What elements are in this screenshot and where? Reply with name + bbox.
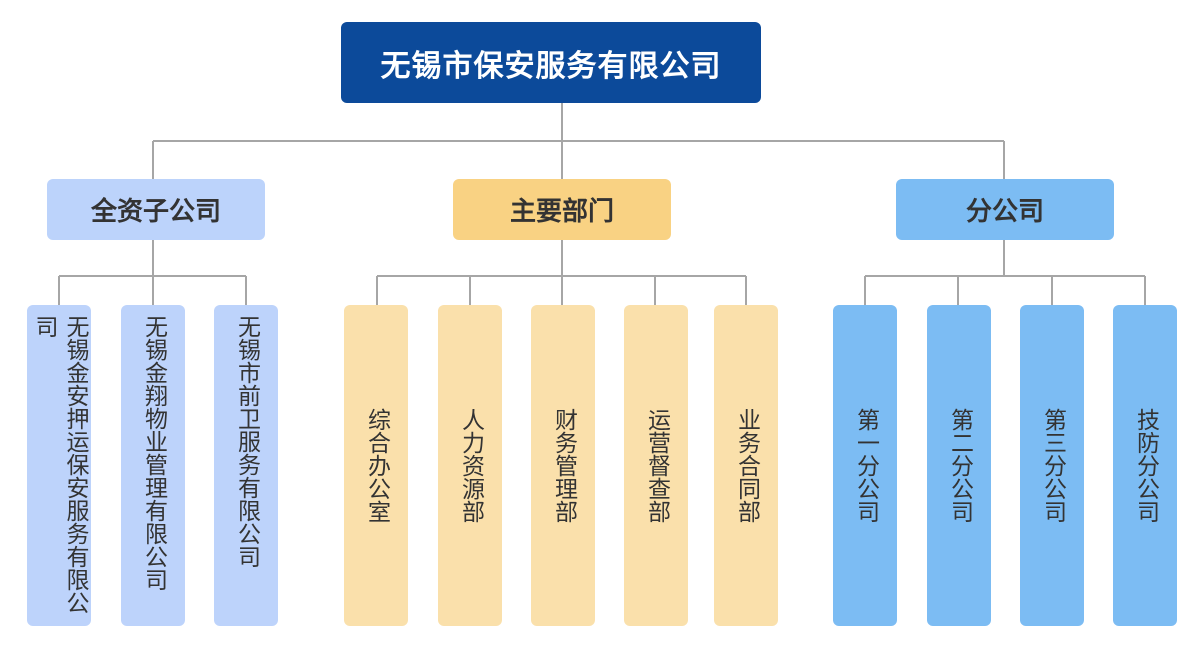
- subsidiary-label: 无锡市前卫服务有限公司: [233, 315, 260, 568]
- department-label: 人力资源部: [457, 408, 484, 523]
- branches-header-label: 分公司: [965, 197, 1044, 227]
- subsidiary-box-jinxiang-property: 无锡金翔物业管理有限公司: [121, 305, 185, 626]
- department-label: 业务合同部: [733, 408, 760, 523]
- department-box-general-office: 综合办公室: [344, 305, 408, 626]
- subsidiaries-header-label: 全资子公司: [90, 197, 221, 227]
- departments-header-box: 主要部门: [453, 179, 671, 240]
- subsidiary-box-jinan-escort: 无锡金安押运保安服务有限公司: [27, 305, 91, 626]
- org-root-box: 无锡市保安服务有限公司: [341, 22, 761, 103]
- department-box-human-resources: 人力资源部: [438, 305, 502, 626]
- department-label: 运营督查部: [643, 408, 670, 523]
- branch-box-second: 第二分公司: [927, 305, 991, 626]
- branch-box-security-tech: 技防分公司: [1113, 305, 1177, 626]
- org-root-label: 无锡市保安服务有限公司: [380, 48, 722, 84]
- subsidiaries-header-box: 全资子公司: [47, 179, 265, 240]
- branch-label: 第二分公司: [946, 408, 973, 523]
- branch-label: 第三分公司: [1039, 408, 1066, 523]
- branch-box-first: 第一分公司: [833, 305, 897, 626]
- departments-header-label: 主要部门: [509, 197, 614, 227]
- subsidiary-label: 无锡金翔物业管理有限公司: [140, 315, 167, 591]
- department-label: 财务管理部: [550, 408, 577, 523]
- department-box-operations: 运营督查部: [624, 305, 688, 626]
- branches-header-box: 分公司: [896, 179, 1114, 240]
- department-box-contracts: 业务合同部: [714, 305, 778, 626]
- branch-label: 技防分公司: [1132, 408, 1159, 523]
- department-box-finance: 财务管理部: [531, 305, 595, 626]
- department-label: 综合办公室: [363, 408, 390, 523]
- subsidiary-label: 无锡金安押运保安服务有限公司: [31, 315, 89, 614]
- branch-label: 第一分公司: [852, 408, 879, 523]
- branch-box-third: 第三分公司: [1020, 305, 1084, 626]
- subsidiary-box-qianwei-service: 无锡市前卫服务有限公司: [214, 305, 278, 626]
